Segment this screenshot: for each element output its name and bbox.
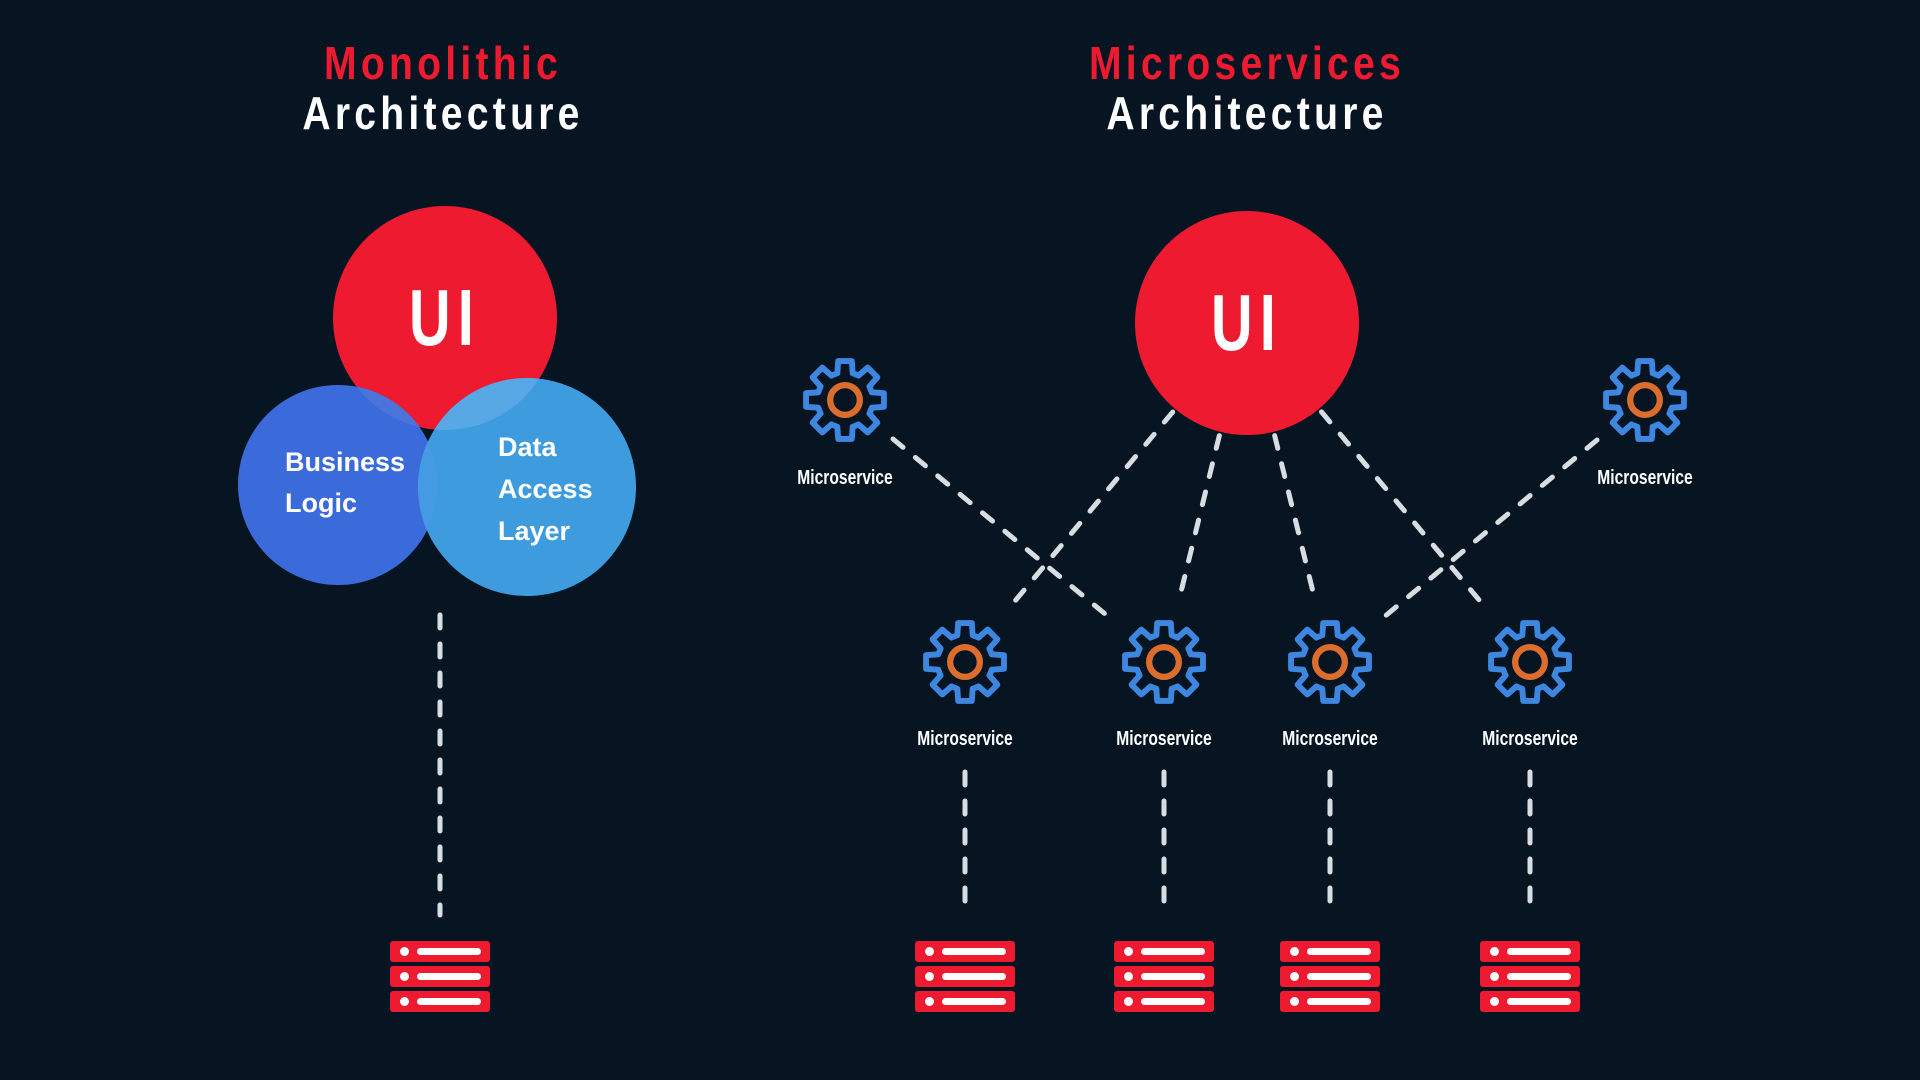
server-bar — [1280, 991, 1380, 1012]
server-bar — [1280, 941, 1380, 962]
microservices-title: Architecture — [1106, 87, 1388, 139]
gear-icon — [1285, 617, 1375, 707]
dashed-connector-rightgear-gear3 — [1375, 437, 1600, 625]
microservice-label: Microservice — [1282, 728, 1378, 750]
server-bar — [1114, 941, 1214, 962]
business-logic-circle — [238, 385, 438, 585]
server-stack-icon — [915, 941, 1015, 1012]
business-logic-label: Business Logic — [285, 447, 406, 518]
server-bar — [915, 991, 1015, 1012]
server-bar — [915, 941, 1015, 962]
microservices-title-accent: Microservices — [1088, 37, 1406, 89]
microservice-label: Microservice — [1116, 728, 1212, 750]
microservice-label: Microservice — [1482, 728, 1578, 750]
server-bar — [1280, 966, 1380, 987]
dashed-connector-ui-gear2 — [1175, 320, 1250, 607]
microservice-label: Microservice — [797, 467, 893, 489]
dashed-connector-ui-gear3 — [1244, 320, 1319, 607]
server-bar — [1480, 941, 1580, 962]
server-bar — [1480, 966, 1580, 987]
data-access-circle — [418, 378, 636, 596]
server-stack-icon — [1280, 941, 1380, 1012]
server-stack-icon — [1480, 941, 1580, 1012]
gear-icon — [1485, 617, 1575, 707]
gear-icon — [1119, 617, 1209, 707]
gear-icon — [1600, 355, 1690, 445]
server-bar — [1114, 991, 1214, 1012]
server-bar — [1480, 991, 1580, 1012]
ui-circle-label: UI — [1211, 278, 1283, 367]
microservice-label: Microservice — [917, 728, 1013, 750]
gear-icon — [920, 617, 1010, 707]
gear-icon — [800, 355, 890, 445]
server-bar — [915, 966, 1015, 987]
microservice-label: Microservice — [1597, 467, 1693, 489]
ui-circle-label: UI — [409, 273, 481, 362]
dashed-connector-leftgear-gear2 — [890, 436, 1119, 626]
server-bar — [390, 966, 490, 987]
server-bar — [390, 991, 490, 1012]
ui-circle-microservices — [1135, 211, 1359, 435]
overlap-highlight — [418, 378, 557, 430]
monolithic-title-accent: Monolithic — [324, 37, 562, 89]
server-bar — [390, 941, 490, 962]
server-bar — [1114, 966, 1214, 987]
server-stack-icon — [1114, 941, 1214, 1012]
server-stack-icon — [390, 941, 490, 1012]
monolithic-title: Architecture — [302, 87, 584, 139]
data-access-layer-label: Data Access Layer — [498, 432, 593, 546]
